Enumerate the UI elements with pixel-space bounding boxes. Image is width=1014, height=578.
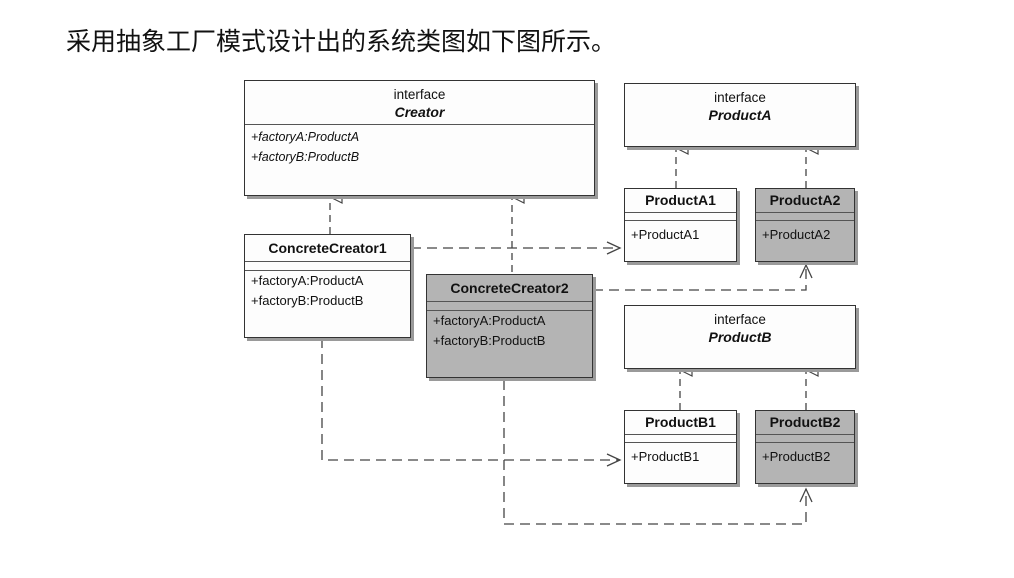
product-a-stereotype: interface bbox=[714, 90, 766, 105]
dependency-cc1-productb1 bbox=[321, 338, 622, 467]
concrete-creator-1: ConcreteCreator1 +factoryA:ProductA +fac… bbox=[244, 234, 411, 338]
product-b1-name: ProductB1 bbox=[645, 414, 716, 430]
creator-interface: interface Creator +factoryA:ProductA +fa… bbox=[244, 80, 595, 196]
creator-name: Creator bbox=[394, 104, 445, 120]
product-b2: ProductB2 +ProductB2 bbox=[755, 410, 855, 484]
product-b2-name: ProductB2 bbox=[769, 414, 841, 430]
dependency-cc2-productb2 bbox=[503, 380, 813, 525]
product-a2-name: ProductA2 bbox=[769, 192, 841, 208]
concrete-creator-2: ConcreteCreator2 +factoryA:ProductA +fac… bbox=[426, 274, 593, 378]
product-b-name: ProductB bbox=[708, 329, 772, 345]
concrete-creator-1-member: +factoryA:ProductA bbox=[251, 273, 364, 288]
product-b-stereotype: interface bbox=[714, 312, 766, 327]
product-a1-member: +ProductA1 bbox=[631, 227, 700, 242]
concrete-creator-2-member: +factoryA:ProductA bbox=[433, 313, 546, 328]
product-a1-name: ProductA1 bbox=[645, 192, 716, 208]
creator-member: +factoryA:ProductA bbox=[251, 130, 360, 144]
concrete-creator-2-name: ConcreteCreator2 bbox=[450, 280, 569, 296]
concrete-creator-1-member: +factoryB:ProductB bbox=[251, 293, 364, 308]
product-a-name: ProductA bbox=[708, 107, 772, 123]
product-b-interface: interface ProductB bbox=[624, 305, 856, 369]
creator-stereotype: interface bbox=[393, 87, 446, 102]
product-a2: ProductA2 +ProductA2 bbox=[755, 188, 855, 262]
dependency-cc1-producta1 bbox=[411, 241, 622, 255]
product-b2-member: +ProductB2 bbox=[762, 449, 831, 464]
product-a2-member: +ProductA2 bbox=[762, 227, 831, 242]
product-b1-member: +ProductB1 bbox=[631, 449, 700, 464]
product-a1: ProductA1 +ProductA1 bbox=[624, 188, 737, 262]
product-b1: ProductB1 +ProductB1 bbox=[624, 410, 737, 484]
intro-text: 采用抽象工厂模式设计出的系统类图如下图所示。 bbox=[66, 27, 617, 56]
creator-member: +factoryB:ProductB bbox=[251, 150, 360, 164]
concrete-creator-2-member: +factoryB:ProductB bbox=[433, 333, 546, 348]
dependency-cc2-producta2 bbox=[593, 263, 813, 291]
product-a-interface: interface ProductA bbox=[624, 83, 856, 147]
concrete-creator-1-name: ConcreteCreator1 bbox=[268, 240, 387, 256]
